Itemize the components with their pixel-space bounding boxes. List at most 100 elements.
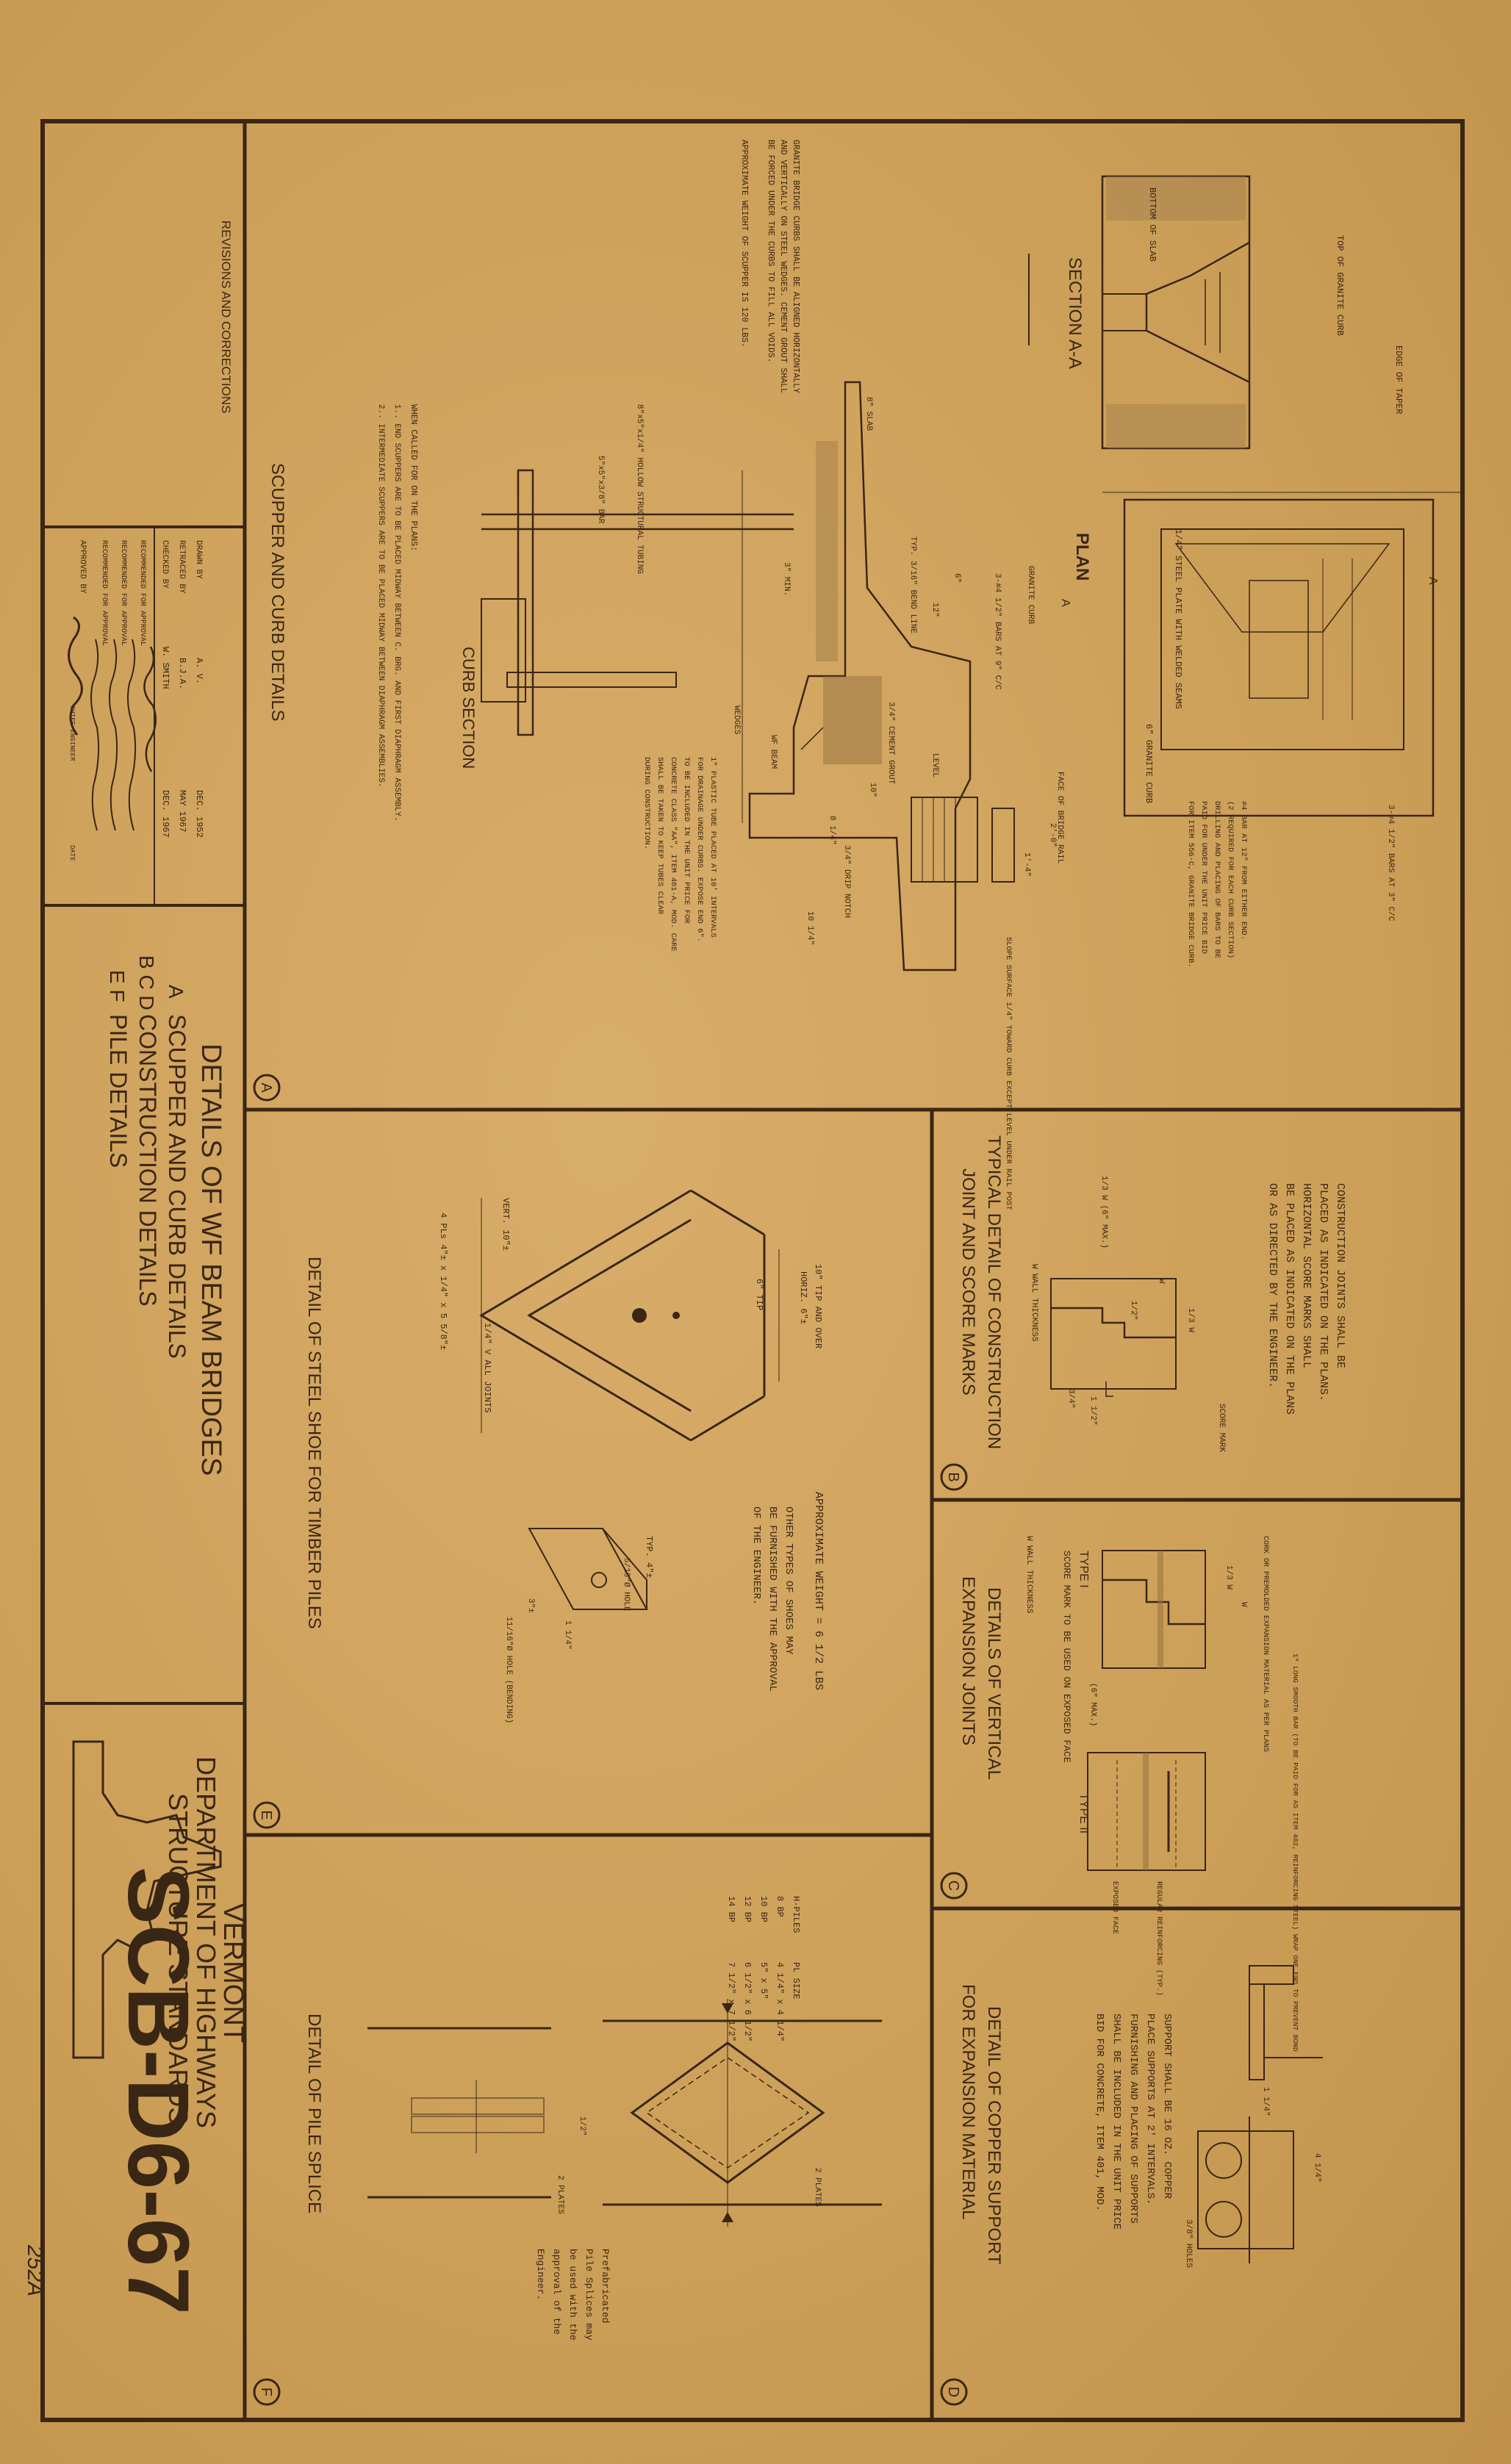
shoe-hole-small — [672, 1312, 680, 1319]
panel-e-title: DETAIL OF STEEL SHOE FOR TIMBER PILES — [304, 1257, 324, 1629]
wedges-label: WEDGES — [732, 705, 741, 735]
copper-note-5: BID FOR CONCRETE, ITEM 401, MOD. — [1094, 2014, 1105, 2211]
index-letters-0: A — [165, 985, 187, 999]
index-letters-2: E F — [106, 970, 129, 1002]
panel-a-badge — [253, 1074, 281, 1102]
tube-note-1: 1" PLASTIC TUBE PLACED AT 10' INTERVALS — [708, 757, 717, 938]
plan-label: PLAN — [1072, 533, 1092, 581]
splice-plates-label-1: 2 PLATES — [813, 2168, 822, 2207]
index-letters-1: B C D — [135, 955, 158, 1010]
shoe-dim-3: 3"± — [526, 1598, 535, 1613]
bottom-of-slab-label: BOTTOM OF SLAB — [1147, 187, 1158, 262]
dim-8-1-4: 8 1/4" — [828, 816, 836, 845]
panel-f-badge — [253, 2378, 281, 2406]
prefab-note-3: be used with the — [567, 2249, 578, 2341]
dim-12: 12" — [930, 603, 939, 617]
sig-role-6: APPROVED BY — [78, 540, 87, 594]
dim-1-4: 1'-4" — [1022, 852, 1031, 877]
index-text-2: PILE DETAILS — [105, 1014, 132, 1168]
steel-plate-label: 1/4" STEEL PLATE WITH WELDED SEAMS — [1173, 529, 1183, 709]
edge-of-taper-label: EDGE OF TAPER — [1393, 345, 1404, 414]
wall-thickness-c-label: W WALL THICKNESS — [1024, 1536, 1033, 1614]
granite-note-2: AND VERTICALLY ON STEEL WEDGES. CEMENT G… — [778, 140, 788, 393]
curb-section-label: CURB SECTION — [459, 647, 478, 769]
shoe-plates-label: 4 PLs 4"± x 1/4" x 5 5/8"± — [438, 1213, 448, 1350]
panel-c-badge — [940, 1872, 968, 1900]
prefab-note-5: Engineer. — [535, 2249, 546, 2300]
panel-b-construction-joint: TYPICAL DETAIL OF CONSTRUCTION JOINT AND… — [940, 1135, 1346, 1491]
copper-note-1: SUPPORT SHALL BE 16 OZ. COPPER — [1161, 2014, 1173, 2199]
shoe-vert-label: VERT. 10"± — [500, 1198, 511, 1251]
joint-note-1: CONSTRUCTION JOINTS SHALL BE — [1334, 1183, 1346, 1368]
table-row-0-pile: 8 BP — [775, 1896, 785, 1917]
table-row-2-size: 6 1/2" x 6 1/2" — [742, 1962, 753, 2041]
bar-note-4: PAID FOR UNDER THE UNIT PRICE BID — [1199, 801, 1208, 954]
shoe-tip-over-label: 10" TIP AND OVER — [813, 1264, 823, 1348]
panel-e-letter: E — [258, 1810, 274, 1820]
bar-note-5: FOR ITEM 556-C, GRANITE BRIDGE CURB. — [1186, 801, 1195, 968]
index-text-1: CONSTRUCTION DETAILS — [134, 1014, 161, 1307]
sig-date-2: DEC. 1967 — [160, 790, 171, 838]
copper-holes-label: 3/8" HOLES — [1184, 2219, 1193, 2268]
shoe-tip-6-label: 6" TIP — [754, 1279, 764, 1310]
bar-note-3: DRILLING AND PLACING OF BARS TO BE — [1213, 801, 1221, 958]
hollow-tubing-label: 8"x5"x1/4" HOLLOW STRUCTURAL TUBING — [635, 404, 644, 574]
splice-dim-12: 1/2" — [578, 2116, 586, 2136]
panel-e-badge — [253, 1801, 281, 1829]
bars-3-label: 3-#4 1/2" BARS AT 9" C/C — [993, 573, 1002, 690]
sig-name-2: W. SMITH — [160, 647, 171, 689]
shoe-other-1: OTHER TYPES OF SHOES MAY — [783, 1506, 794, 1655]
panel-e-steel-shoe: DETAIL OF STEEL SHOE FOR TIMBER PILES E … — [253, 1189, 825, 1829]
bar-5x5-label: 5"x5"x3/8" BAR — [596, 456, 605, 524]
shoe-dim-114: 1 1/4" — [563, 1620, 572, 1650]
sig-role-0: DRAWN BY — [194, 540, 203, 579]
copper-note-4: SHALL BE INCLUDED IN THE UNIT PRICE — [1110, 2014, 1122, 2230]
prefab-note-2: Pile Splices may — [584, 2249, 595, 2341]
panel-b-badge — [940, 1463, 968, 1491]
type1-label: TYPE I — [1077, 1551, 1090, 1588]
agency-dept: DEPARTMENT OF HIGHWAYS — [191, 1756, 221, 2128]
table-row-3-pile: 14 BP — [726, 1896, 736, 1922]
panel-d-copper-support: DETAIL OF COPPER SUPPORT FOR EXPANSION M… — [940, 1965, 1323, 2406]
main-title: DETAILS OF WF BEAM BRIDGES — [195, 1044, 226, 1476]
bar-note-2: (2 REQUIRED FOR EACH CURB SECTION) — [1226, 801, 1235, 958]
corner-mark: 252A — [23, 2244, 47, 2296]
exposed-face-label: EXPOSED FACE — [1110, 1881, 1119, 1934]
exp-dim-13w: 1/3 W — [1224, 1565, 1233, 1590]
curb-section: CURB SECTION 8"x5"x1/4" HOLLOW STRUCTURA… — [459, 381, 1064, 1210]
exp-dim-6max: (6" MAX.) — [1088, 1683, 1097, 1726]
panel-b-title-2: JOINT AND SCORE MARKS — [958, 1168, 978, 1396]
tube-note-4: CONCRETE CLASS "AA", ITEM 401-A, MOD. CA… — [669, 757, 678, 952]
table-row-1-pile: 10 BP — [758, 1896, 769, 1922]
scupper-note-2: 2.. INTERMEDIATE SCUPPERS ARE TO BE PLAC… — [376, 404, 385, 788]
granite-note-1: GRANITE BRIDGE CURBS SHALL BE ALIGNED HO… — [791, 140, 800, 393]
panel-d-badge — [940, 2378, 968, 2406]
exp-dim-w: W — [1239, 1602, 1248, 1607]
copper-dim-114: 1 1/4" — [1261, 2087, 1270, 2116]
sig-role-1: RETRACED BY — [177, 540, 186, 594]
shoe-horiz-label: HORIZ. 6"± — [798, 1271, 808, 1324]
prefab-note-4: approval of the — [551, 2249, 562, 2335]
panel-a-scupper-curb: SCUPPER AND CURB DETAILS A GRANITE BRIDG… — [253, 140, 1462, 1210]
sig-name-1: B.J.A. — [177, 658, 187, 689]
table-row-1-size: 5" x 5" — [758, 1962, 769, 1999]
shoe-hole-large — [632, 1308, 647, 1323]
section-a-a: TOP OF GRANITE CURB EDGE OF TAPER BOTTOM… — [1028, 175, 1404, 450]
granite-curb-label: GRANITE CURB — [1026, 566, 1035, 625]
copper-dim-414: 4 1/4" — [1313, 2153, 1321, 2183]
granite-curb-6-label: 6" GRANITE CURB — [1144, 724, 1154, 803]
dim-2-0: 2'-0" — [1048, 823, 1057, 847]
tube-note-6: DURING CONSTRUCTION. — [642, 757, 651, 850]
sig-role-2: CHECKED BY — [160, 540, 169, 589]
cork-note: CORK OR PREMOLDED EXPANSION MATERIAL AS … — [1261, 1536, 1269, 1752]
level-label: LEVEL — [930, 753, 939, 777]
table-row-2-pile: 12 BP — [742, 1896, 753, 1922]
panel-a-title: SCUPPER AND CURB DETAILS — [268, 463, 287, 722]
agency-state: VERMONT — [218, 1903, 248, 2043]
index-text-0: SCUPPER AND CURB DETAILS — [164, 1014, 190, 1359]
score-mark-label: SCORE MARK — [1217, 1404, 1226, 1452]
sig-role-3: RECOMMENDED FOR APPROVAL — [138, 540, 146, 646]
dim-6: 6" — [952, 573, 961, 583]
bar-note-1: #4 BAR AT 12" FROM EITHER END. — [1239, 801, 1248, 940]
